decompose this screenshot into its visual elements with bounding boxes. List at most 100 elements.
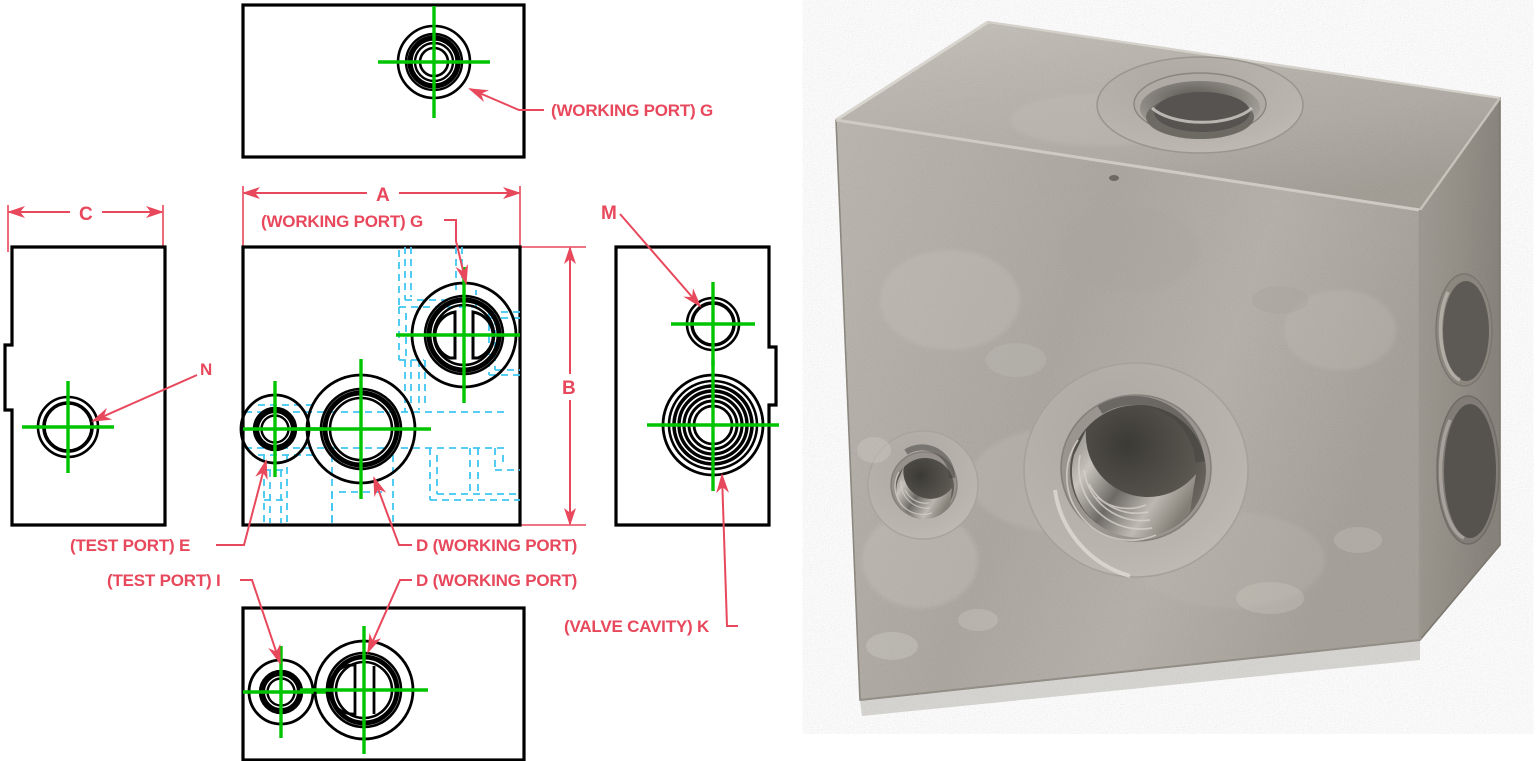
texture-blotch [880, 250, 1020, 350]
photo-front-small-port [867, 430, 979, 540]
engineering-drawing-pane: (WORKING PORT) G C [3, 3, 779, 761]
dimension-A: A [242, 181, 521, 252]
leader-line [373, 476, 412, 546]
front-view-centerline-G [396, 267, 520, 403]
thread-line [1088, 483, 1149, 514]
right-view-outline [614, 245, 778, 527]
callout-front-E-label: (TEST PORT) E [70, 536, 190, 555]
left-view-centerline-N [22, 381, 114, 473]
speckle [1252, 286, 1308, 314]
photo-right-upper-bore [1435, 273, 1493, 387]
callout-bottom-I-label: (TEST PORT) I [107, 571, 221, 590]
valve-block-photo [835, 20, 1501, 716]
product-photo-pane [800, 0, 1536, 761]
leader-line [468, 88, 544, 111]
bottom-view [241, 606, 526, 761]
photo-right-lower-bore [1436, 395, 1500, 545]
thread-line [1077, 454, 1153, 530]
leader-line [619, 213, 702, 308]
photo-surface-speckles [857, 286, 1382, 660]
callout-right-M: M [601, 203, 702, 308]
callout-bottom-D-label: D (WORKING PORT) [416, 571, 577, 590]
right-view-centerline-K [647, 359, 779, 491]
chamfer-top-left [835, 20, 989, 122]
left-view-outline [3, 245, 167, 527]
callout-front-E: (TEST PORT) E [70, 459, 268, 555]
callout-bg [258, 207, 444, 231]
photo-bottom-shadow [860, 640, 1420, 716]
port-recess-highlight [1053, 489, 1131, 578]
dimension-B-label: B [562, 378, 576, 399]
photo-front-large-port [1023, 362, 1249, 578]
top-view-outline [241, 3, 526, 159]
top-view: (WORKING PORT) G [241, 3, 713, 159]
dim-label-bg [556, 374, 586, 400]
speckle [1236, 582, 1304, 614]
thread-line [904, 489, 930, 504]
pin-mark [1109, 175, 1119, 181]
texture-blotch [1284, 290, 1396, 370]
port-inner-dark [1154, 92, 1250, 132]
callout-left-N: N [91, 360, 212, 422]
front-view: (WORKING PORT) G [239, 207, 522, 527]
chamfer-right-top [1419, 97, 1501, 211]
speckle [958, 609, 998, 631]
callout-right-K: (VALVE CAVITY) K [564, 473, 738, 636]
leader-line [716, 473, 738, 627]
port-thread-lines [894, 471, 933, 516]
texture-blotch [862, 512, 978, 608]
port-thread-lines [1065, 439, 1157, 542]
port-threads [1071, 430, 1196, 538]
speckle [1334, 527, 1382, 553]
photo-top-pin-mark [1109, 175, 1119, 181]
leader-line [216, 459, 268, 546]
bore-dark [1444, 404, 1496, 538]
callout-front-D-label: D (WORKING PORT) [416, 536, 577, 555]
callout-top-G: (WORKING PORT) G [468, 88, 713, 120]
bore-highlight [1438, 291, 1461, 382]
callout-front-G-label: (WORKING PORT) G [261, 212, 423, 231]
callout-bottom-I: (TEST PORT) I [107, 571, 281, 665]
block-edges [835, 20, 1501, 701]
port-slot-right [471, 310, 495, 360]
bore-dark [1443, 281, 1489, 381]
thread-line [1096, 496, 1147, 510]
speckle [986, 343, 1046, 377]
dimension-C: C [7, 200, 164, 252]
chamfer-top-front [835, 118, 1421, 212]
dimension-A-label: A [376, 185, 390, 206]
bore-highlight [1438, 419, 1465, 540]
port-threads [896, 466, 952, 519]
edge-bottom-front [859, 639, 1421, 701]
port-rim-highlight [1150, 106, 1254, 124]
thread-line [1083, 469, 1151, 522]
photo-top-scribe-mark [941, 99, 1009, 131]
thread-line [900, 480, 931, 509]
dim-label-bg [367, 181, 399, 205]
port-bore-shadow [1097, 396, 1205, 463]
callout-right-M-label: M [601, 203, 617, 224]
callout-top-G-label: (WORKING PORT) G [551, 101, 713, 120]
front-view-hidden-lines [245, 247, 520, 523]
bottom-view-outline [241, 606, 526, 761]
bottom-view-centerline-D [300, 626, 428, 754]
right-side-view: M (VALVE CAVITY) K [564, 203, 779, 636]
port-slot-left [433, 310, 457, 360]
thread-line [1065, 439, 1157, 542]
leader-line [442, 219, 469, 285]
front-view-centerline-E [243, 381, 323, 477]
chamfer-top-back [987, 20, 1501, 100]
top-view-centerline-G [378, 6, 490, 118]
photo-top-face-port [1096, 56, 1304, 154]
thread-line [894, 471, 933, 516]
texture-blotch [1060, 208, 1200, 292]
dimension-C-label: C [79, 204, 93, 225]
leader-line [91, 374, 198, 422]
leader-line [240, 579, 281, 665]
callout-right-K-label: (VALVE CAVITY) K [564, 617, 710, 636]
port-bore-shadow [904, 444, 956, 479]
port-slot-left [327, 663, 357, 716]
callout-front-D: D (WORKING PORT) [373, 476, 577, 555]
dim-label-bg [70, 200, 102, 224]
